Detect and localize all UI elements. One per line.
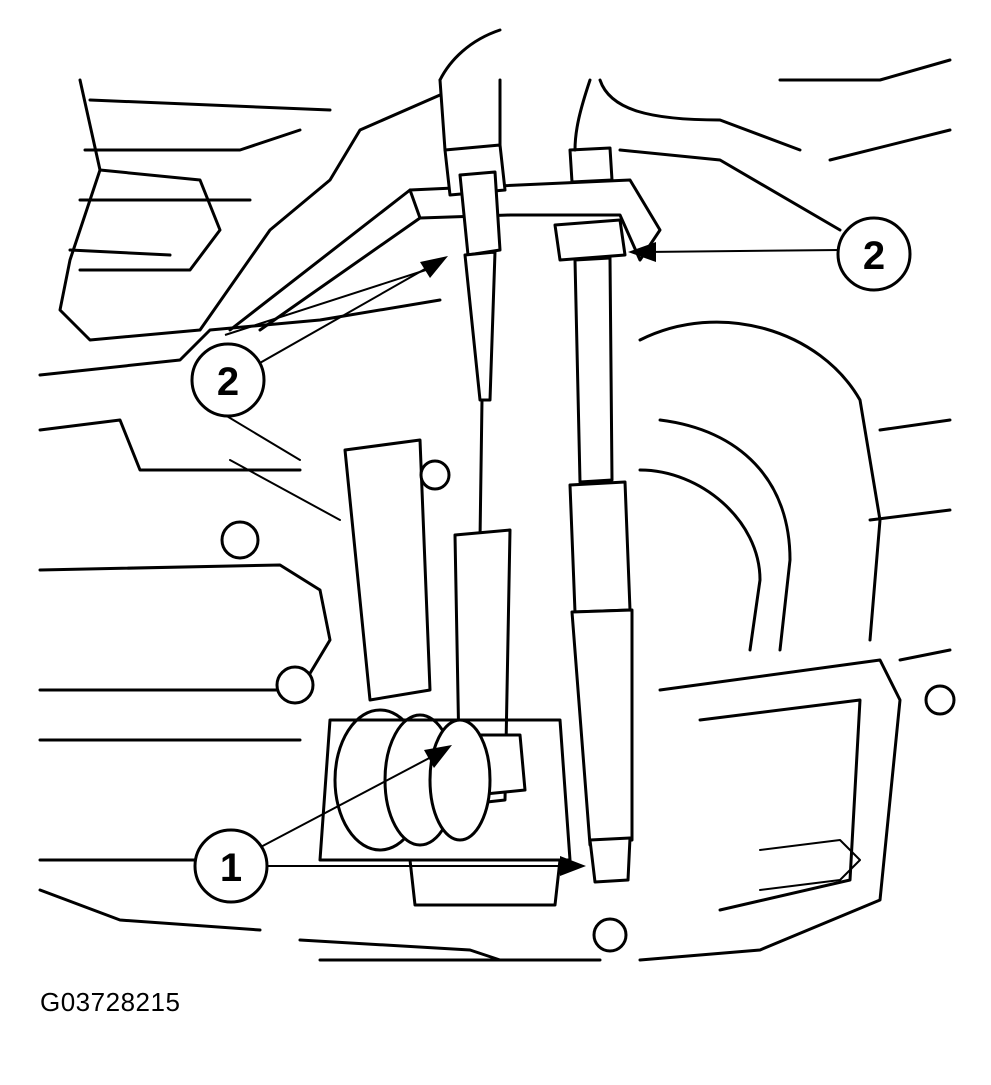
callout-2-right-label: 2 xyxy=(863,234,885,278)
callout-2-right: 2 xyxy=(836,216,912,292)
engine-bay-background xyxy=(38,28,952,962)
shift-cable-right xyxy=(553,78,634,884)
callout-1: 1 xyxy=(193,828,269,904)
callout-1-label: 1 xyxy=(220,846,242,890)
callout-leaders xyxy=(224,242,841,876)
callout-2-left-label: 2 xyxy=(217,360,239,404)
figure-id: G03728215 xyxy=(40,987,181,1017)
pulley-assembly xyxy=(220,438,956,953)
callout-2-left: 2 xyxy=(190,342,266,418)
